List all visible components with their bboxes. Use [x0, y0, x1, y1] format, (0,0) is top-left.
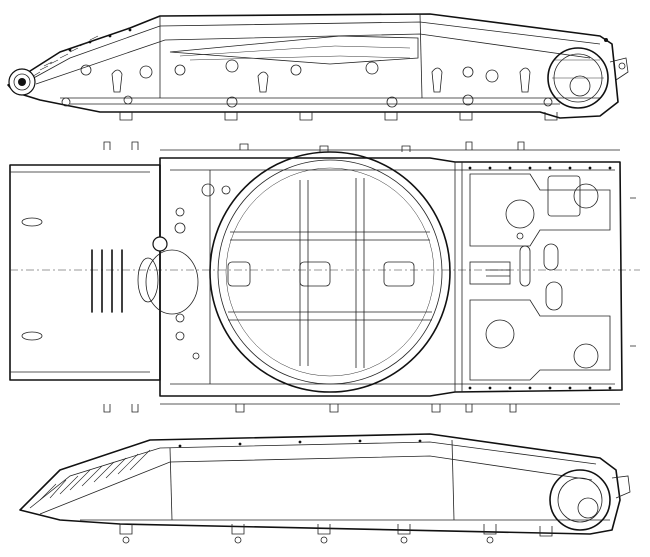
side-view-bottom — [19, 433, 631, 544]
plan-view — [9, 141, 640, 413]
side-view-top — [7, 13, 629, 121]
